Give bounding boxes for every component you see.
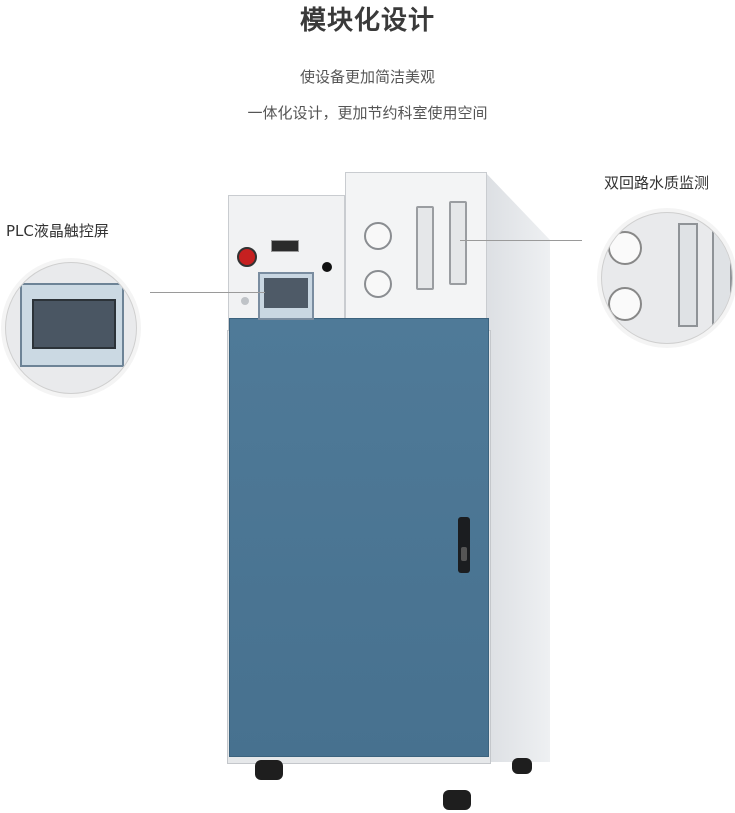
pressure-gauge-icon <box>364 222 392 250</box>
cabinet-door <box>229 318 489 757</box>
flow-meter-icon <box>449 201 467 285</box>
flow-meter-icon <box>416 206 434 290</box>
pressure-gauge-icon <box>608 287 642 321</box>
callout-label-plc: PLC液晶触控屏 <box>6 222 109 240</box>
zoom-circle-gauges <box>601 212 733 344</box>
subtitle-line-2: 一体化设计，更加节约科室使用空间 <box>247 104 488 122</box>
leader-line <box>150 292 265 293</box>
indicator-light-icon <box>241 297 249 305</box>
emergency-stop-icon <box>237 247 257 267</box>
zoomed-touch-screen <box>32 299 116 349</box>
touch-screen <box>258 272 314 320</box>
meter-display <box>271 240 299 252</box>
switch-knob-icon <box>322 262 332 272</box>
leader-line <box>460 240 582 241</box>
callout-label-water-monitoring: 双回路水质监测 <box>604 174 710 192</box>
subtitle-line-1: 使设备更加简洁美观 <box>299 68 435 86</box>
flow-meter-icon <box>712 223 732 327</box>
touch-screen-display <box>264 278 308 308</box>
page-title: 模块化设计 <box>299 6 435 36</box>
flow-meter-icon <box>678 223 698 327</box>
caster-wheel <box>255 760 283 780</box>
zoom-circle-touch-screen <box>5 262 137 394</box>
zoomed-touch-panel <box>20 283 124 367</box>
door-handle <box>458 517 470 573</box>
pressure-gauge-icon <box>608 231 642 265</box>
caster-wheel <box>443 790 471 810</box>
cabinet-side-face <box>485 172 550 762</box>
caster-wheel <box>512 758 532 774</box>
pressure-gauge-icon <box>364 270 392 298</box>
